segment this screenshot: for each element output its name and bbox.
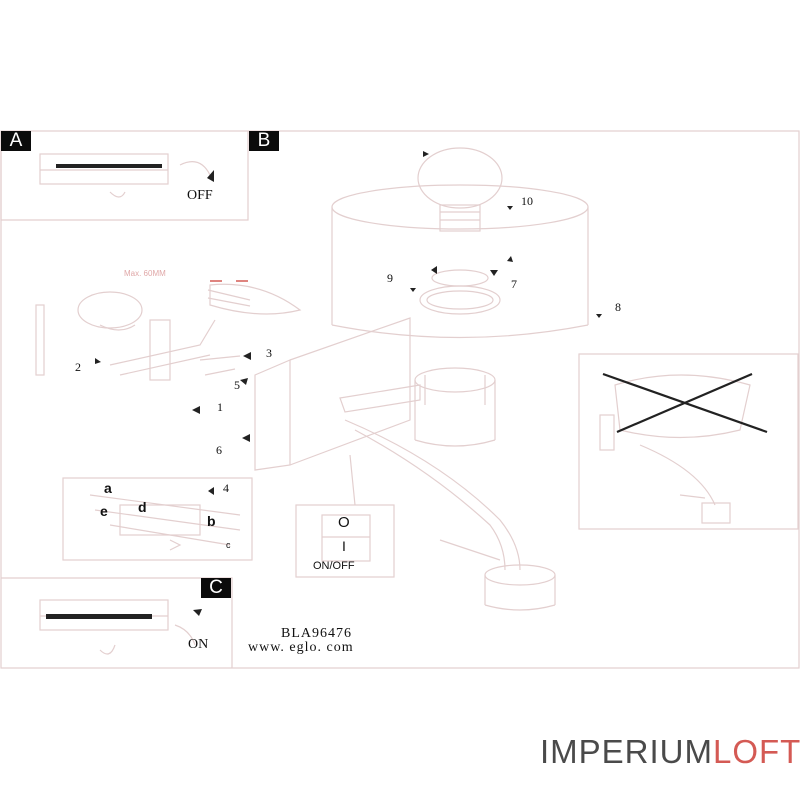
panel-a-badge: A <box>1 131 31 151</box>
callout-5: 5 <box>234 378 240 392</box>
wall-bracket <box>254 317 521 571</box>
callout-9: 9 <box>387 271 393 285</box>
callout-4: 4 <box>223 481 229 495</box>
website-url: www. eglo. com <box>248 640 354 655</box>
switch-off-symbol: O <box>338 514 350 531</box>
mounting-parts <box>35 283 302 381</box>
panel-b-badge: B <box>249 131 279 151</box>
wire-letter-c: c <box>226 540 231 550</box>
off-label: OFF <box>187 188 213 203</box>
max-length-label: Max. 60MM <box>124 269 166 278</box>
wire-letter-d: d <box>138 499 147 515</box>
switch-on-symbol: I <box>342 538 346 554</box>
wiring-detail <box>89 494 241 551</box>
lamp-socket <box>414 367 496 447</box>
callout-6: 6 <box>216 443 222 457</box>
lamp-shade <box>331 184 589 339</box>
wire-letter-e: e <box>100 503 108 519</box>
wiring-inset <box>62 477 253 561</box>
callout-2: 2 <box>75 360 81 374</box>
watermark-logo: IMPERIUMLOFT <box>540 733 800 771</box>
cross-mark <box>602 372 768 434</box>
switch-label: ON/OFF <box>313 560 355 572</box>
model-number: BLA96476 <box>281 626 352 641</box>
on-label: ON <box>188 637 209 652</box>
on-arrow <box>193 609 202 616</box>
rocker-switch <box>321 514 371 562</box>
callout-8: 8 <box>615 300 621 314</box>
sheet-frame <box>0 130 800 669</box>
terminal-strip-c <box>39 599 196 655</box>
wire-letter-b: b <box>207 513 216 529</box>
wrong-lamp <box>599 374 751 524</box>
callout-7: 7 <box>511 277 517 291</box>
terminal-strip-a <box>39 153 211 198</box>
panel-c-badge: C <box>201 578 231 598</box>
callout-10: 10 <box>521 194 533 208</box>
bulb <box>417 147 503 232</box>
lamp-base <box>439 539 556 611</box>
watermark-part-2: LOFT <box>713 733 800 770</box>
callout-1: 1 <box>217 400 223 414</box>
watermark-part-1: IMPERIUM <box>540 733 713 770</box>
callout-3: 3 <box>266 346 272 360</box>
wrong-shade-inset <box>578 353 799 530</box>
off-arrow <box>207 170 214 182</box>
switch-inset <box>295 504 395 578</box>
shade-ring <box>419 285 501 315</box>
wire-letter-a: a <box>104 480 112 496</box>
